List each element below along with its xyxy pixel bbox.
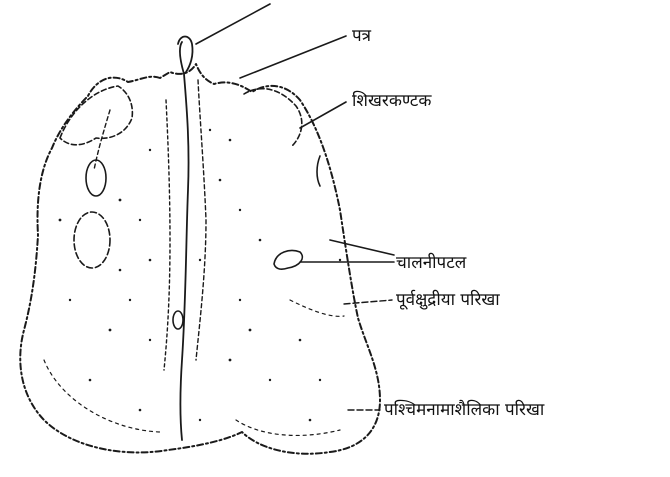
- label-chalanipatal: चालनीपटल: [396, 255, 466, 272]
- right-lower-lobe-inner: [236, 420, 340, 435]
- label-shikharkantak: शिखरकण्टक: [352, 93, 431, 110]
- leader-chalani-upper: [330, 240, 394, 255]
- left-oval-upper: [86, 160, 106, 196]
- label-patra: पत्र: [352, 28, 371, 45]
- left-lower-lobe-inner: [44, 360, 160, 432]
- cribriform-plate-shape: [274, 251, 302, 270]
- leader-patra: [240, 36, 346, 78]
- leader-top-pointer: [196, 4, 270, 44]
- central-crest: [180, 42, 189, 440]
- speckle-texture: [59, 129, 342, 422]
- central-small-oval: [173, 311, 183, 329]
- top-right-lobe: [244, 89, 302, 146]
- label-paschim-parikha: पश्चिमनामाशैलिका परिखा: [384, 402, 544, 419]
- leader-shikharkantak: [300, 102, 346, 128]
- right-lower-lobe-inner-2: [290, 300, 344, 316]
- left-inner-curve: [94, 110, 110, 170]
- crest-right-line: [196, 80, 206, 360]
- crest-left-line: [164, 100, 170, 370]
- right-inner-mark: [317, 156, 320, 186]
- label-purva-parikha: पूर्वक्षुद्रीया परिखा: [396, 292, 500, 309]
- left-oval-lower: [74, 212, 110, 268]
- leader-purva: [344, 300, 392, 304]
